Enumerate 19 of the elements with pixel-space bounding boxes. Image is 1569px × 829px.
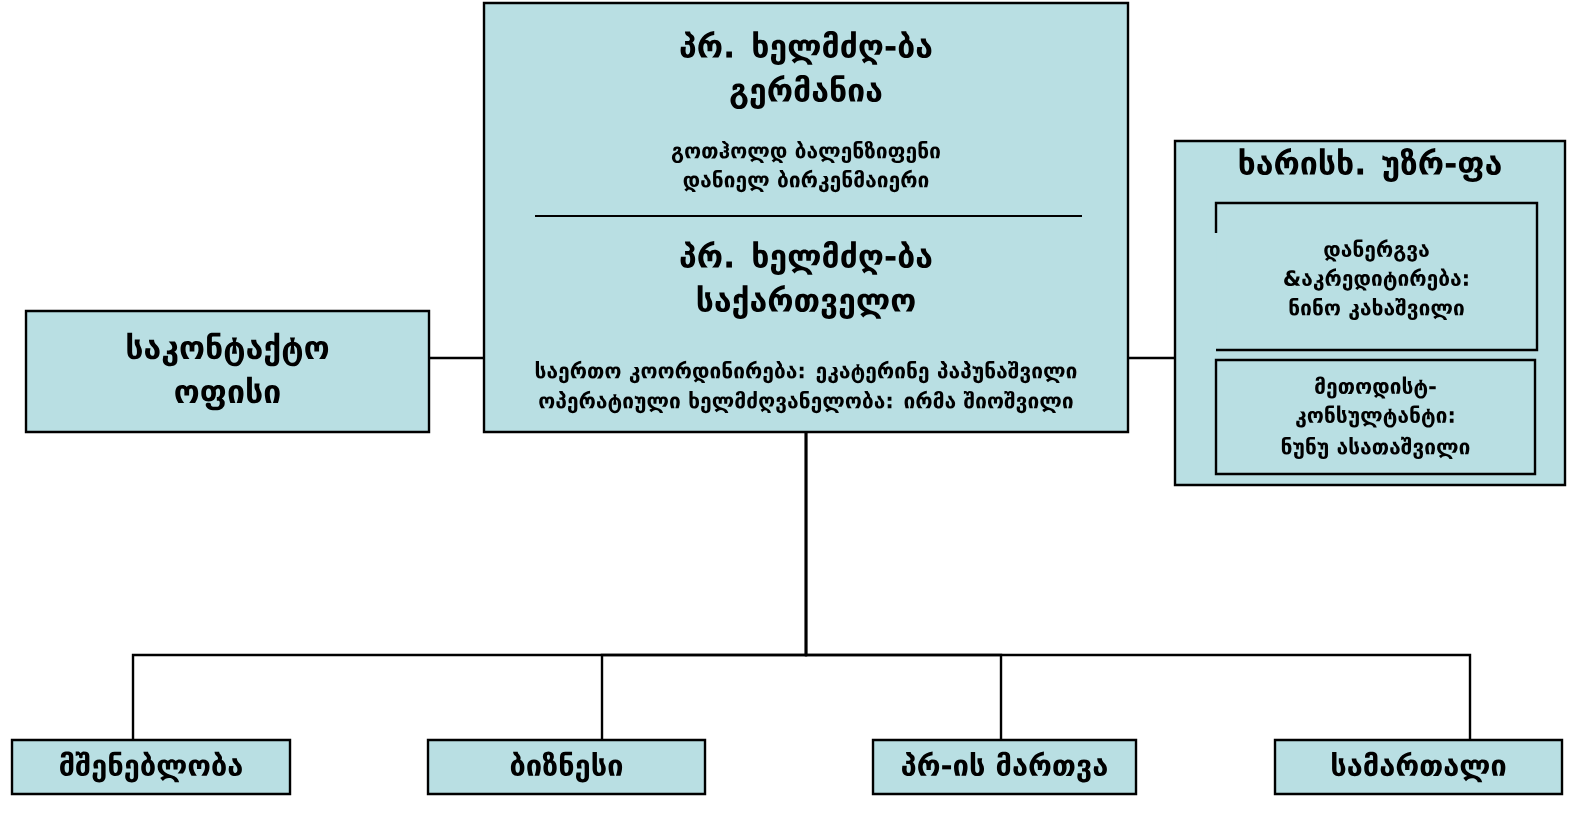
staff-name: ნუნუ ასათაშვილი [1281,436,1470,460]
unit-box: სამართალი [1273,738,1564,796]
unit-title: პრ. ხელმძღ-ბა საქართველო [680,241,932,319]
role-text: დანერგვა &აკრედიტირება: [1284,239,1468,291]
staff-name: გოთჰოლდ ბალენზიფენი [671,140,940,164]
connector-line [1128,356,1175,360]
unit-box: პრ-ის მართვა [871,738,1138,796]
staff-name: ნინო კახაშვილი [1289,297,1464,321]
staff-role-text: საერთო კოორდინირება: ეკატერინე პაპუნაშვილი [535,360,1077,384]
unit-box: ბიზნესი [426,738,707,796]
staff-name: დანიელ ბირკენმაიერი [683,169,929,193]
group-title: ხარისხ. უზრ-ფა [1239,148,1501,182]
role-text: მეთოდისტ- კონსულტანტი: [1296,376,1454,428]
unit-title: პრ. ხელმძღ-ბა გერმანია [680,31,932,109]
unit-box: საკონტაქტო ოფისი [24,309,431,434]
unit-box: მშენებლობა [10,738,292,796]
connector-line [804,432,1472,740]
staff-role-text: ოპერატიული ხელმძღვანელობა: ირმა შიოშვილი [539,390,1073,414]
connector-line [429,356,484,360]
